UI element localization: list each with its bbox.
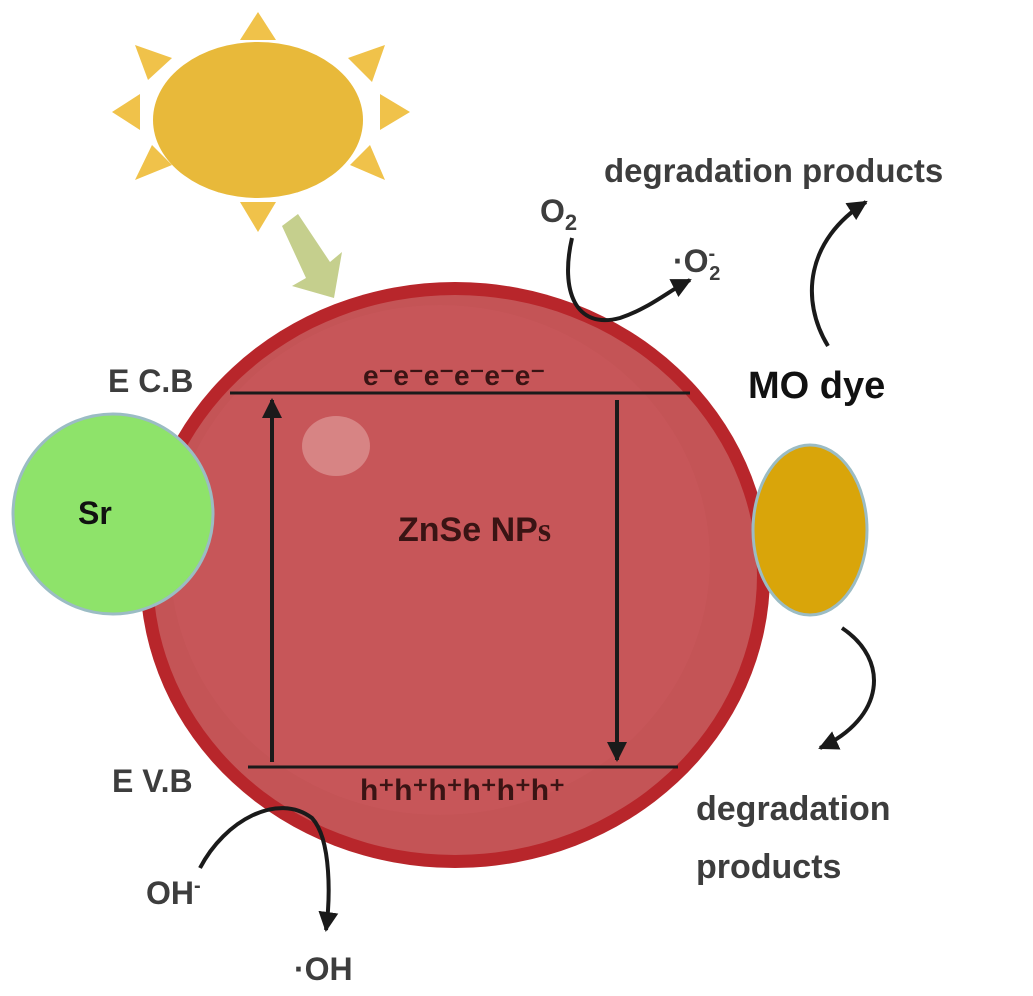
hydroxyl-radical-label: ·OH	[294, 951, 353, 987]
dye-to-bottom-products-arrow	[818, 626, 876, 750]
particle-label: ZnSe NPs	[398, 511, 551, 549]
methyl-orange-dye	[751, 443, 869, 617]
conduction-band-label: E C.B	[108, 363, 193, 399]
oxygen-label: O2	[540, 193, 577, 235]
sun-icon	[112, 12, 410, 232]
light-arrow-icon	[282, 214, 342, 298]
oxygen-reduction-arrow	[566, 237, 692, 322]
valence-band-label: E V.B	[112, 763, 193, 799]
electrons-label: e⁻e⁻e⁻e⁻e⁻e⁻	[363, 360, 545, 391]
strontium-dopant	[11, 412, 215, 616]
holes-label: h⁺h⁺h⁺h⁺h⁺h⁺	[360, 774, 565, 807]
bottom-products-label-line1: degradation	[696, 790, 891, 828]
top-products-label: degradation products	[604, 152, 943, 189]
dye-to-top-products-arrow	[809, 200, 868, 348]
dopant-label: Sr	[78, 495, 112, 531]
dye-label: MO dye	[748, 365, 885, 407]
bottom-products-label-line2: products	[696, 848, 841, 886]
zinc-selenide-particle	[140, 282, 770, 868]
hydroxide-label: OH-	[146, 875, 201, 911]
superoxide-label: ·O-2	[673, 243, 720, 285]
hydroxide-oxidation-arrow	[198, 806, 339, 932]
